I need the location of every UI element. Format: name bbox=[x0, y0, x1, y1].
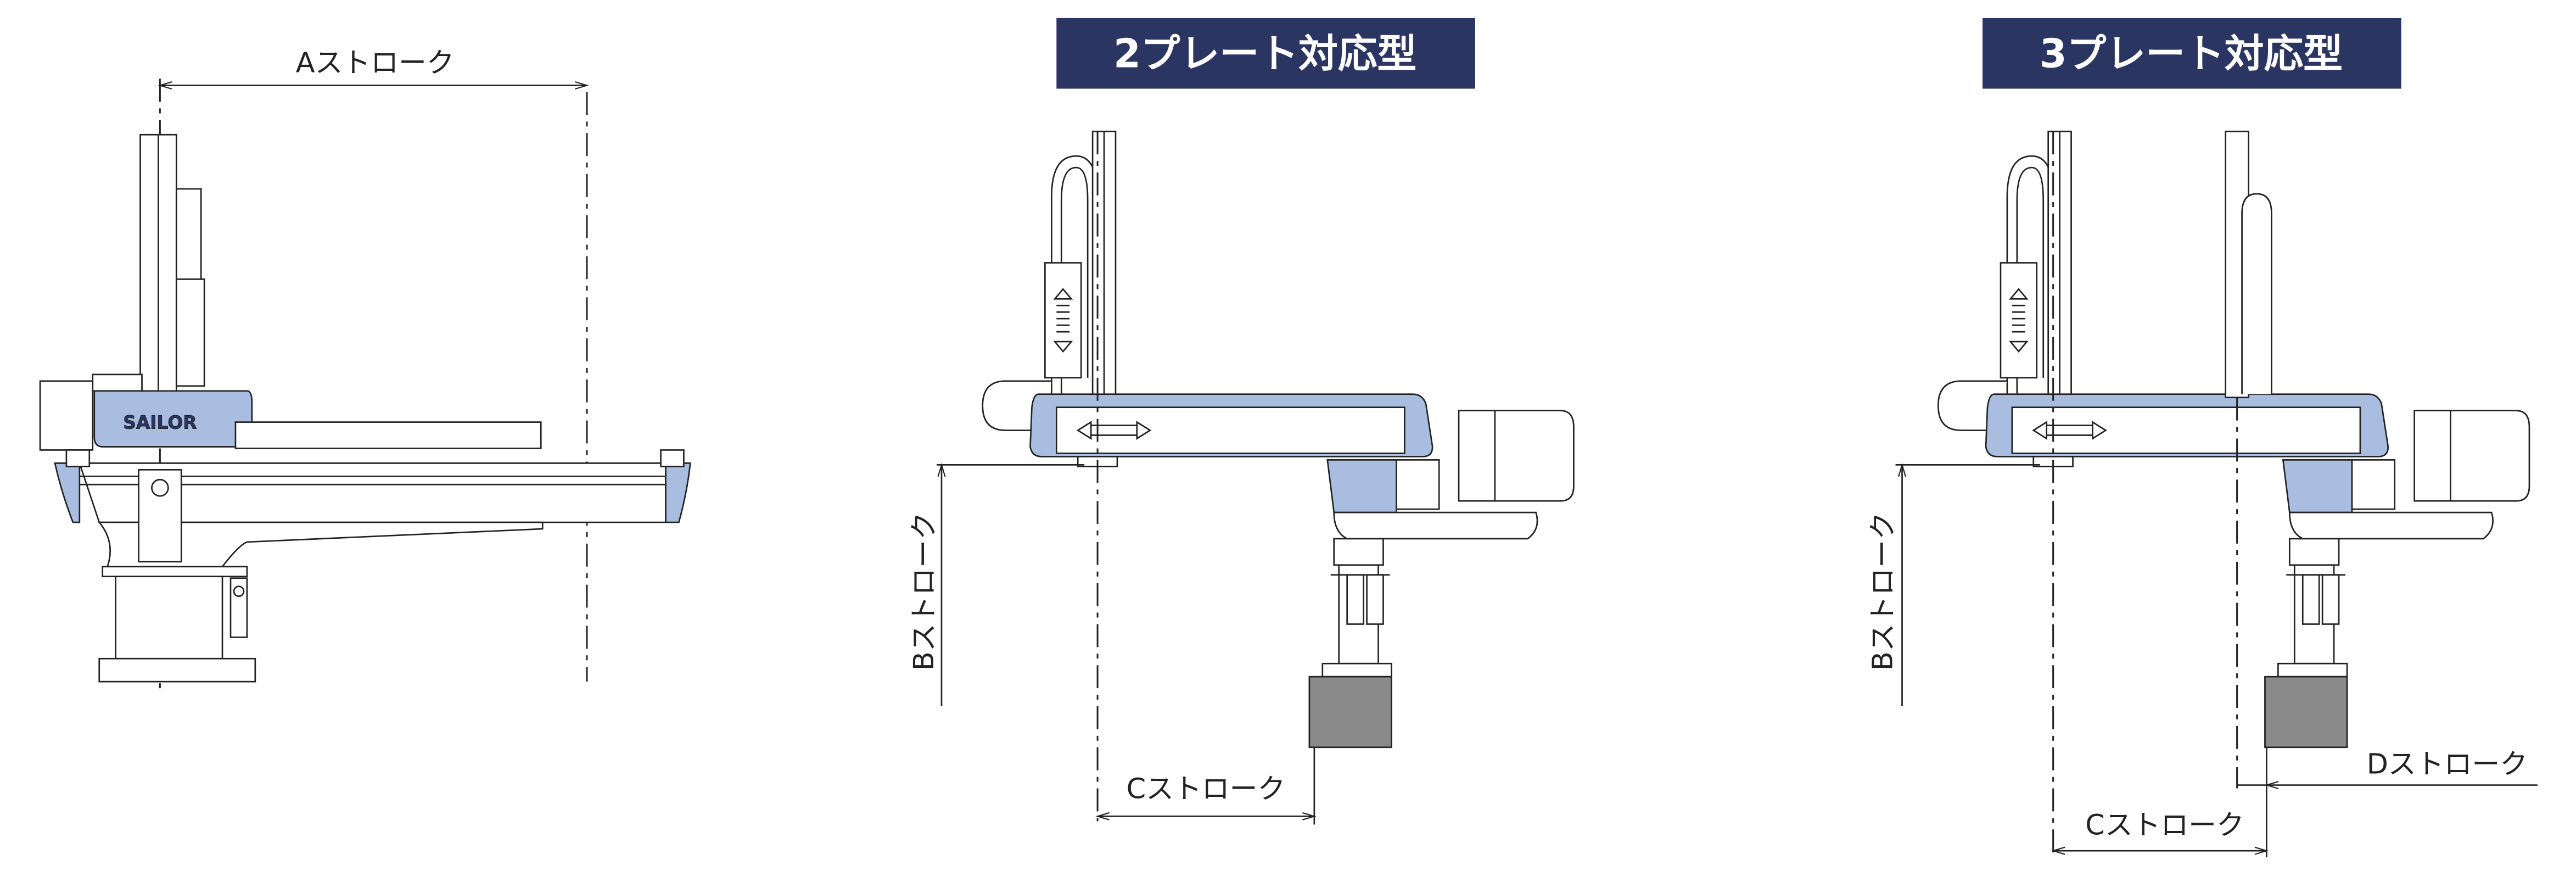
left-front-view: Aストローク SAILOR bbox=[39, 47, 691, 690]
two-plate-view: 2プレート対応型 Bストローク Cストローク bbox=[908, 18, 1575, 825]
b-stroke-label: Bストローク bbox=[908, 512, 940, 671]
b-stroke-label: Bストローク bbox=[1867, 512, 1899, 671]
two-plate-robot-drawing bbox=[982, 130, 1575, 749]
two-plate-title-banner bbox=[1056, 18, 1475, 89]
a-stroke-label: Aストローク bbox=[296, 47, 455, 79]
three-plate-title-banner bbox=[1983, 18, 2401, 89]
sailor-logo: SAILOR bbox=[123, 412, 197, 433]
c-stroke-label: Cストローク bbox=[1127, 772, 1286, 805]
d-stroke-label: Dストローク bbox=[2367, 748, 2528, 780]
three-plate-view: 3プレート対応型 Bストローク Dストローク Cストローク bbox=[1867, 18, 2538, 858]
c-stroke-label: Cストローク bbox=[2085, 808, 2244, 841]
three-plate-title: 3プレート対応型 bbox=[2040, 31, 2343, 77]
two-plate-title: 2プレート対応型 bbox=[1113, 31, 1416, 77]
